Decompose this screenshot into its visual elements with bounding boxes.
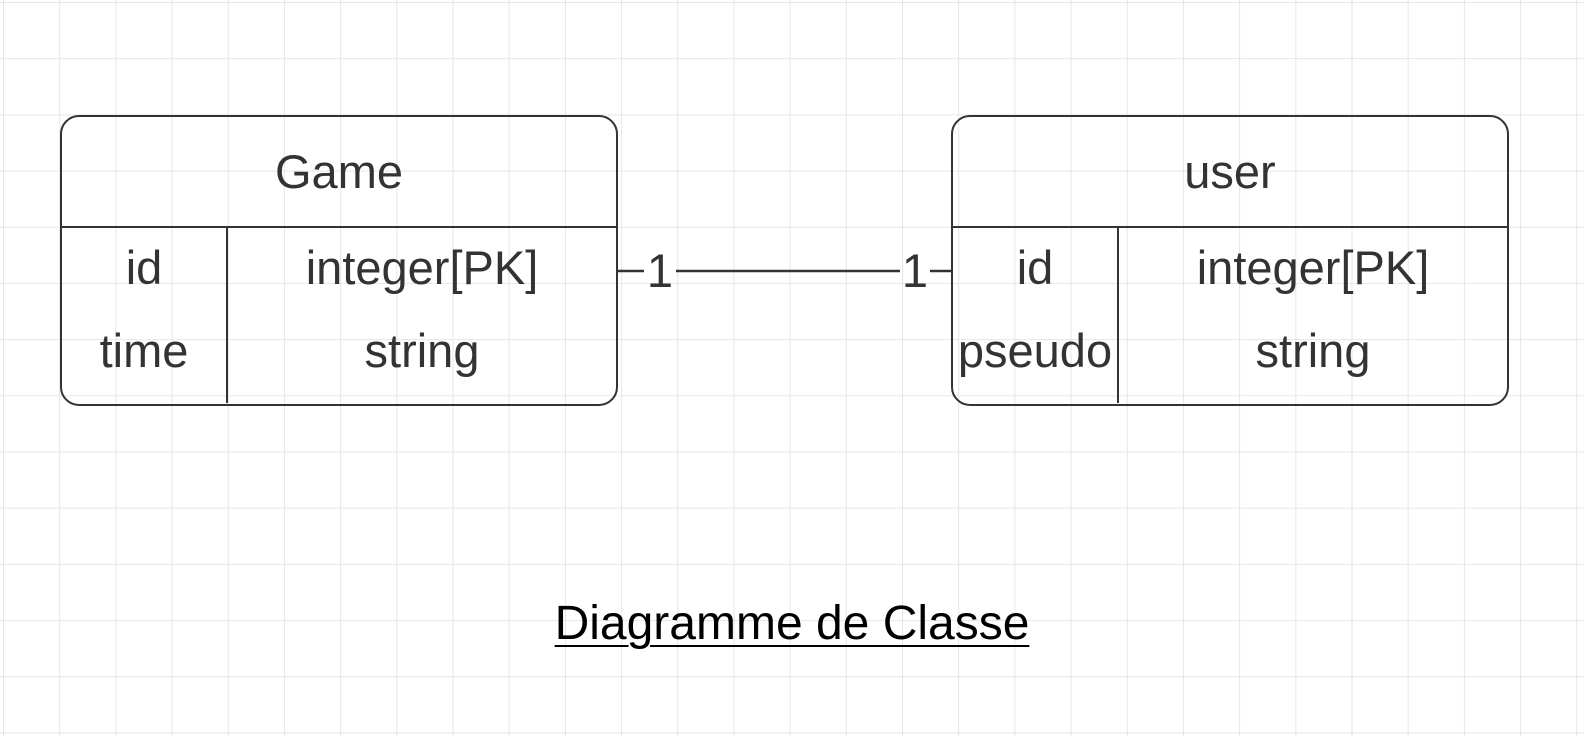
entity-user[interactable]: user id pseudo integer[PK] string	[951, 115, 1509, 406]
field-type: integer[PK]	[305, 240, 539, 294]
field-type: string	[364, 323, 480, 377]
field-type-column: integer[PK] string	[228, 228, 616, 403]
left-cardinality-label: 1	[647, 244, 673, 297]
field-type: integer[PK]	[1196, 240, 1430, 294]
diagram-title: Diagramme de Classe	[554, 597, 1030, 650]
field-name-column: id pseudo	[953, 228, 1119, 403]
field-name: pseudo	[957, 323, 1113, 377]
field-name: id	[1016, 240, 1054, 294]
entity-name: Game	[62, 117, 616, 228]
field-type: string	[1255, 323, 1371, 377]
field-name: time	[99, 323, 189, 377]
field-name: id	[125, 240, 163, 294]
entity-fields: id time integer[PK] string	[62, 228, 616, 403]
field-type-column: integer[PK] string	[1119, 228, 1507, 403]
right-cardinality-label: 1	[902, 244, 928, 297]
entity-name: user	[953, 117, 1507, 228]
entity-fields: id pseudo integer[PK] string	[953, 228, 1507, 403]
entity-game[interactable]: Game id time integer[PK] string	[60, 115, 618, 406]
field-name-column: id time	[62, 228, 228, 403]
